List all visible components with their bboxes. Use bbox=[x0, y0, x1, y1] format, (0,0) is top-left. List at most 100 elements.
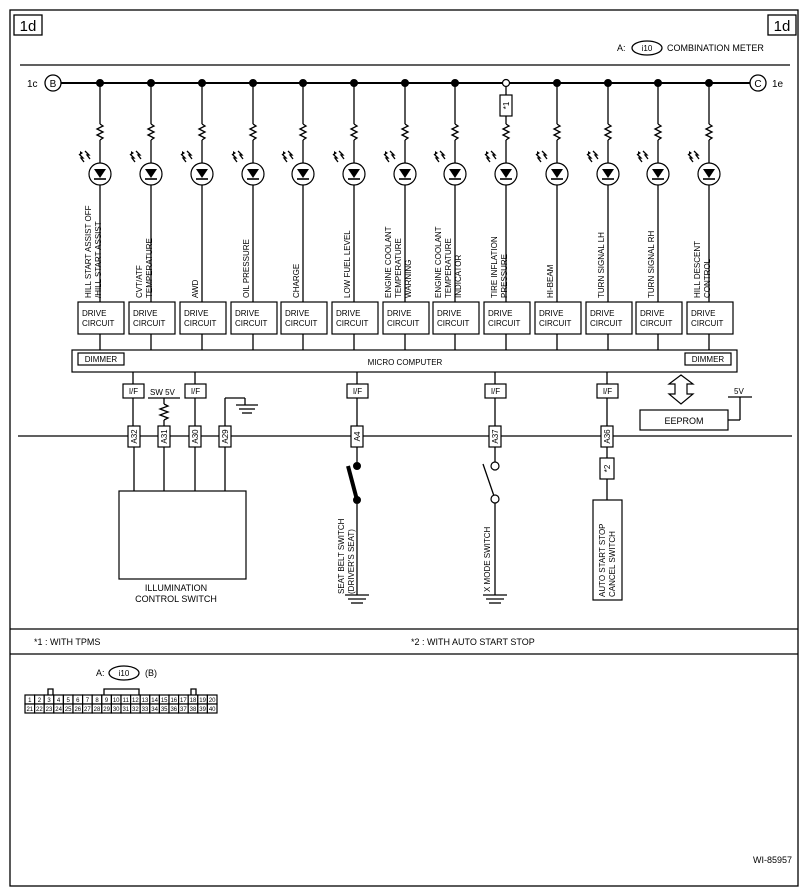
pin-number: 30 bbox=[113, 707, 120, 713]
pin-number: 4 bbox=[57, 698, 61, 704]
x-mode-switch: X MODE SWITCH bbox=[482, 447, 507, 604]
drive-circuit-box bbox=[280, 301, 328, 335]
pin-number: 25 bbox=[65, 707, 72, 713]
terminal-label: A30 bbox=[191, 429, 200, 444]
terminal-a4: A4 bbox=[350, 425, 364, 448]
lamp-label: AWD bbox=[191, 279, 200, 298]
auto-start-label: AUTO START STOPCANCEL SWITCH bbox=[598, 524, 617, 598]
pin-number: 40 bbox=[209, 707, 216, 713]
note-2: *2 : WITH AUTO START STOP bbox=[411, 637, 535, 647]
sw5v-feed: SW 5V bbox=[148, 388, 180, 426]
dimmer-left-label: DIMMER bbox=[85, 355, 118, 364]
pin-number: 37 bbox=[180, 707, 187, 713]
drive-circuit-box bbox=[432, 301, 480, 335]
if-label: I/F bbox=[353, 387, 362, 396]
resistor-icon bbox=[603, 123, 613, 141]
bus-left-letter: B bbox=[50, 79, 57, 90]
lamp-label: ENGINE COOLANTTEMPERATUREINDICATOR bbox=[434, 226, 463, 298]
page-tag-right-text: 1d bbox=[774, 18, 791, 35]
pin-number: 29 bbox=[103, 707, 110, 713]
bus-left-ref: 1c bbox=[27, 79, 38, 90]
micro-computer-label: MICRO COMPUTER bbox=[368, 358, 443, 367]
pin-number: 6 bbox=[76, 698, 80, 704]
seat-belt-switch: SEAT BELT SWITCH(DRIVER'S SEAT) bbox=[337, 447, 369, 604]
pin-number: 31 bbox=[122, 707, 129, 713]
terminal-label: A36 bbox=[603, 429, 612, 444]
page-tag-left bbox=[13, 14, 43, 36]
pin-cell bbox=[206, 703, 218, 714]
if-box-5: I/F bbox=[596, 372, 619, 426]
connector-view-id: i10 bbox=[119, 669, 130, 678]
pin-number: 33 bbox=[142, 707, 149, 713]
if-label: I/F bbox=[603, 387, 612, 396]
terminal-label: A4 bbox=[353, 431, 362, 441]
resistor-icon bbox=[501, 123, 511, 141]
terminal-label: A31 bbox=[160, 429, 169, 444]
drive-circuit-box bbox=[77, 301, 125, 335]
drive-circuit-box bbox=[635, 301, 683, 335]
if-box-1: I/F bbox=[122, 372, 145, 426]
page-frame bbox=[9, 9, 799, 887]
drive-circuit-box bbox=[382, 301, 430, 335]
eeprom-block: EEPROM 5V bbox=[639, 374, 752, 431]
dimmer-right-label: DIMMER bbox=[692, 355, 725, 364]
pin-number: 26 bbox=[74, 707, 81, 713]
resistor-icon bbox=[197, 123, 207, 141]
pin-number: 21 bbox=[26, 707, 33, 713]
lamp-label: TURN SIGNAL LH bbox=[597, 232, 606, 298]
pin-number: 35 bbox=[161, 707, 168, 713]
lamp-label: LOW FUEL LEVEL bbox=[343, 230, 352, 298]
pin-number: 10 bbox=[113, 698, 120, 704]
pin-number: 15 bbox=[161, 698, 168, 704]
pin-number: 32 bbox=[132, 707, 139, 713]
header-title: COMBINATION METER bbox=[667, 43, 764, 53]
terminal-label: A37 bbox=[491, 429, 500, 444]
pin-number: 34 bbox=[151, 707, 158, 713]
auto-start-stop-switch: *2 AUTO START STOPCANCEL SWITCH bbox=[592, 447, 623, 601]
connector-view-oval bbox=[108, 665, 140, 681]
if-label: I/F bbox=[191, 387, 200, 396]
resistor-icon bbox=[450, 123, 460, 141]
dimmer-left-box bbox=[77, 352, 125, 366]
if-label: I/F bbox=[129, 387, 138, 396]
if-label: I/F bbox=[491, 387, 500, 396]
pin-number: 36 bbox=[170, 707, 177, 713]
figure-id: WI-85957 bbox=[753, 855, 792, 865]
sw5v-label: SW 5V bbox=[150, 388, 176, 397]
pin-number: 19 bbox=[199, 698, 206, 704]
dimmer-right-box bbox=[684, 352, 732, 366]
terminal-a29: A29 bbox=[218, 425, 232, 448]
pin-number: 3 bbox=[47, 698, 51, 704]
lamp-label: CVT/ATFTEMPERATURE bbox=[135, 238, 154, 298]
micro-computer-box bbox=[71, 349, 738, 373]
lamp-label: TIRE INFLATIONPRESSURE bbox=[490, 236, 509, 298]
auto-start-box bbox=[592, 499, 623, 601]
pin-number: 17 bbox=[180, 698, 187, 704]
page-tag-left-text: 1d bbox=[20, 18, 37, 35]
lamp-label: HILL START ASSIST OFF/HILL START ASSIST bbox=[84, 205, 103, 298]
v5-label: 5V bbox=[734, 387, 744, 396]
drive-circuit-box bbox=[331, 301, 379, 335]
drive-circuit-box bbox=[230, 301, 278, 335]
drive-circuit-box bbox=[686, 301, 734, 335]
star2-label: *2 bbox=[603, 464, 612, 472]
double-arrow-icon bbox=[667, 374, 695, 405]
